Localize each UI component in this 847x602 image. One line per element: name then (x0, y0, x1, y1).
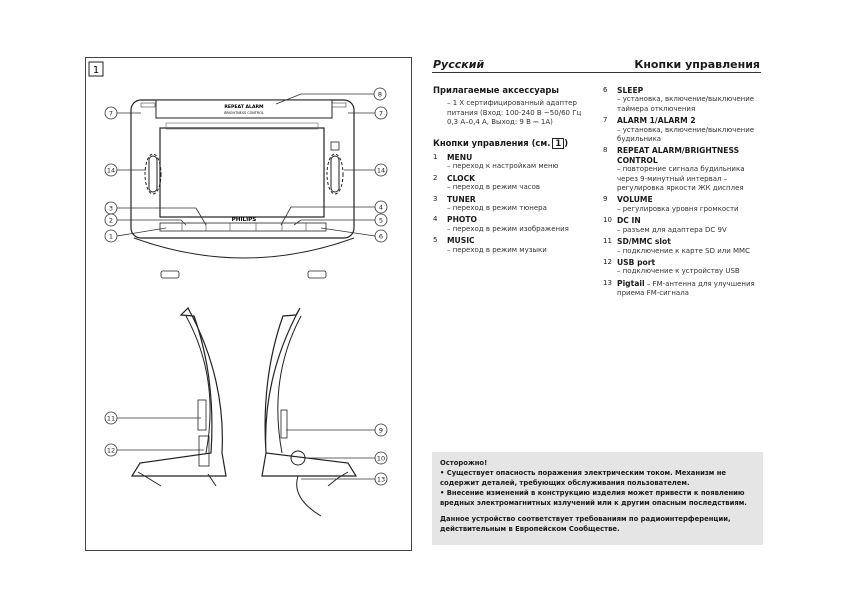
callout-11: 11 (107, 415, 115, 423)
warning-box: Осторожно! • Существует опасность пораже… (432, 452, 763, 545)
callout-7-right: 7 (379, 110, 383, 118)
callout-4: 4 (379, 204, 383, 212)
warning-title: Осторожно! (440, 459, 488, 467)
warning-line-3: Данное устройство соответствует требован… (440, 515, 731, 533)
repeat-alarm-bar (155, 99, 333, 119)
callout-6: 6 (379, 233, 383, 241)
accessories-heading: Прилагаемые аксессуары (433, 85, 559, 95)
figure-panel: 1 REPEAT ALARM BRIGHTNESS CONTROL PHILIP… (85, 57, 412, 551)
language-label: Русский (433, 58, 485, 71)
side-view-right (261, 307, 358, 477)
callout-9: 9 (379, 427, 383, 435)
callout-5: 5 (379, 217, 383, 225)
side-view-left (130, 307, 227, 477)
callout-10: 10 (377, 455, 385, 463)
svg-text:REPEAT ALARM: REPEAT ALARM (224, 104, 264, 110)
callout-14-left: 14 (107, 167, 115, 175)
callout-7-left: 7 (109, 110, 113, 118)
callout-12: 12 (107, 447, 115, 455)
accessories-item: – 1 Х сертифицированный адаптер питания … (447, 99, 582, 127)
warning-line-2: • Внесение изменений в конструкцию издел… (440, 489, 747, 507)
panel-label: 1 (93, 65, 99, 76)
callout-8: 8 (378, 91, 382, 99)
column-left: Прилагаемые аксессуары – 1 Х сертифициро… (433, 85, 583, 255)
callout-13: 13 (377, 476, 385, 484)
callout-14-right: 14 (377, 167, 385, 175)
button-row (159, 222, 327, 232)
brand-logo: PHILIPS (232, 217, 257, 223)
page-title: Кнопки управления (634, 58, 760, 71)
callout-1: 1 (109, 233, 113, 241)
panel-label-box (88, 61, 104, 77)
callout-2: 2 (109, 217, 113, 225)
device-illustration: 1 REPEAT ALARM BRIGHTNESS CONTROL PHILIP… (88, 61, 388, 517)
pigtail-antenna (296, 475, 322, 517)
controls-heading: Кнопки управления (см.1) (433, 137, 569, 150)
svg-text:BRIGHTNESS CONTROL: BRIGHTNESS CONTROL (224, 111, 264, 115)
header-rule (432, 72, 761, 73)
callout-3: 3 (109, 205, 113, 213)
device-screen (159, 127, 325, 218)
warning-line-1: • Существует опасность поражения электри… (440, 469, 727, 487)
